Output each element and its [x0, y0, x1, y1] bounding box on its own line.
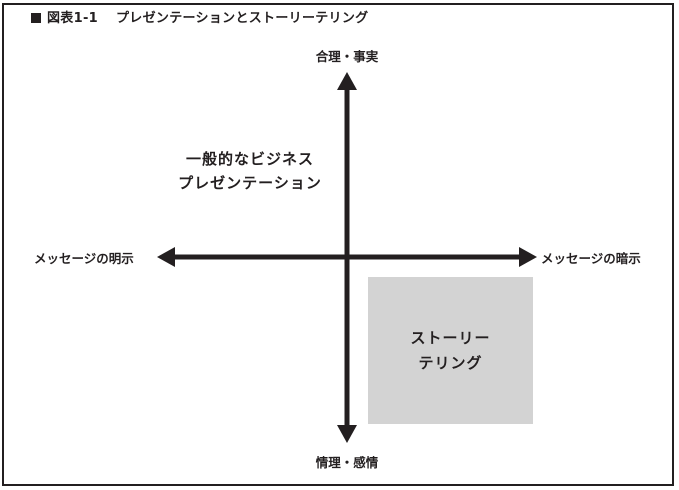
arrow-up-icon [337, 72, 357, 90]
axis-label-left: メッセージの明示 [34, 251, 134, 266]
storytelling-box: ストーリー テリング [368, 277, 533, 424]
figure-title-text: プレゼンテーションとストーリーテリング [116, 11, 369, 26]
square-bullet-icon [31, 13, 41, 23]
arrow-down-icon [337, 425, 357, 443]
figure-number: 図表1-1 [47, 11, 98, 26]
arrow-right-icon [519, 247, 537, 267]
arrow-left-icon [157, 247, 175, 267]
axis-label-bottom: 情理・感情 [315, 455, 379, 470]
storytelling-line1: ストーリー [410, 328, 491, 347]
figure-title: 図表1-1 プレゼンテーションとストーリーテリング [31, 7, 368, 26]
axis-label-right: メッセージの暗示 [541, 251, 641, 266]
axis-label-top: 合理・事実 [315, 49, 379, 64]
figure-frame [2, 3, 674, 486]
quadrant-upper-left-label: 一般的なビジネス プレゼンテーション [170, 147, 330, 195]
storytelling-line2: テリング [418, 353, 483, 372]
horizontal-axis-line [172, 254, 522, 260]
quadrant-upper-left-line1: 一般的なビジネス [185, 150, 314, 168]
quadrant-upper-left-line2: プレゼンテーション [178, 174, 322, 192]
